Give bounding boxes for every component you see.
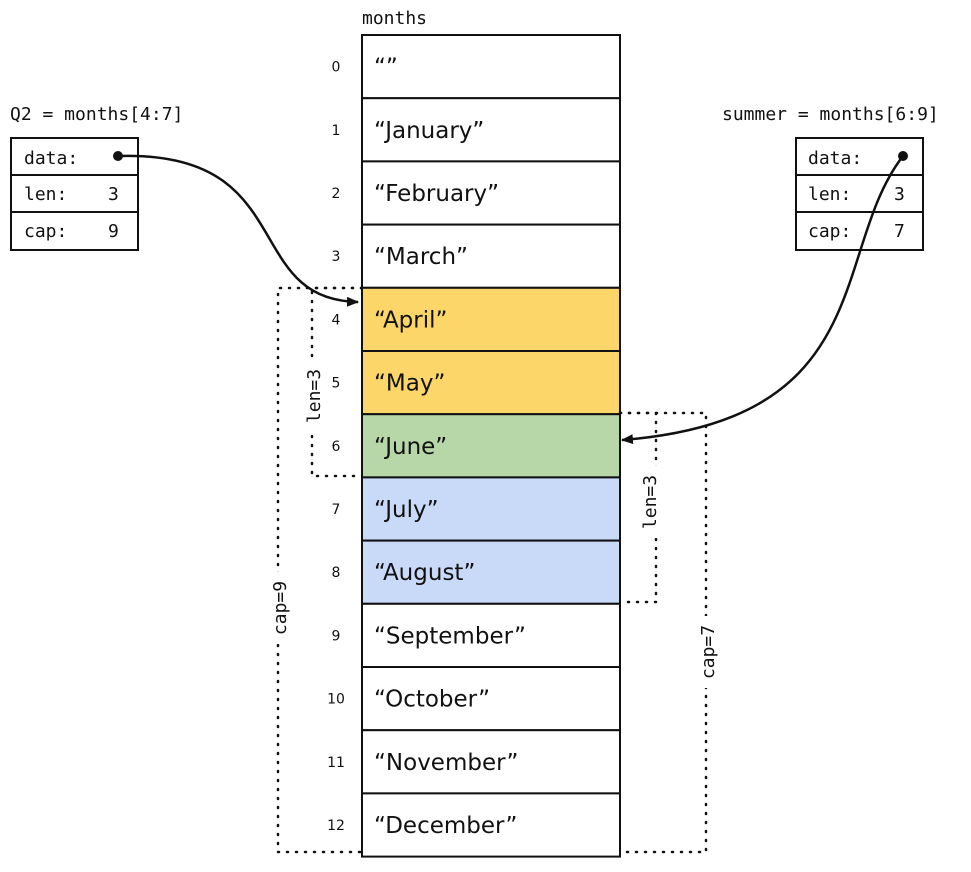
q2-cap-value: 9 <box>108 221 119 242</box>
array-cell: 2 “February” <box>332 160 621 226</box>
array-index-label: 8 <box>332 565 341 581</box>
array-cell-box <box>361 413 621 479</box>
array-cell-value: “July” <box>374 497 439 523</box>
array-cell-value: “June” <box>374 434 447 460</box>
array-cell-box <box>361 539 621 605</box>
array-cell: 5 “May” <box>332 350 621 416</box>
array-cell-value: “January” <box>374 118 484 144</box>
array-cell-box <box>361 223 621 289</box>
q2-len-value: 3 <box>108 184 119 205</box>
summer-title: summer = months[6:9] <box>722 104 939 125</box>
q2-data-key: data: <box>24 148 78 169</box>
summer-data-key: data: <box>808 148 862 169</box>
summer-cap-bracket <box>618 411 708 854</box>
q2-len-label: len=3 <box>304 369 325 423</box>
array-index-label: 5 <box>332 376 341 392</box>
array-cell: 6 “June” <box>332 413 621 479</box>
summer-len-label: len=3 <box>640 475 661 529</box>
array-cell: 12 “December” <box>327 792 621 858</box>
array-index-label: 1 <box>332 123 341 139</box>
array-title: months <box>362 8 427 29</box>
array-cell-value: “March” <box>374 244 468 270</box>
array-cell-box <box>361 34 621 100</box>
array-index-label: 2 <box>332 186 341 202</box>
summer-slice-header: data: len: 3 cap: 7 <box>795 137 924 251</box>
array-cell: 9 “September” <box>332 602 621 668</box>
array-cells: 0 “” 1 “January” 2 “February” 3 “March” 4 “April”… <box>327 34 621 858</box>
array-cell: 1 “January” <box>332 97 621 163</box>
array-cell: 10 “October” <box>327 666 621 732</box>
q2-pointer-arrow <box>117 154 359 307</box>
array-index-label: 7 <box>332 502 341 518</box>
array-cell-box <box>361 792 621 858</box>
array-cell-value: “September” <box>374 623 526 649</box>
array-cell-box <box>361 729 621 795</box>
q2-len-key: len: <box>24 184 67 205</box>
array-cell: 4 “April” <box>332 286 621 352</box>
q2-cap-key: cap: <box>24 221 67 242</box>
summer-cap-key: cap: <box>808 221 851 242</box>
summer-pointer-arrow <box>621 155 904 445</box>
array-cell: 8 “August” <box>332 539 621 605</box>
array-cell-box <box>361 666 621 732</box>
array-cell-value: “November” <box>374 750 518 776</box>
array-cell-value: “December” <box>374 813 517 839</box>
array-cell-value: “October” <box>374 687 490 713</box>
array-index-label: 10 <box>327 692 345 708</box>
summer-len-key: len: <box>808 184 851 205</box>
array-index-label: 6 <box>332 439 341 455</box>
array-index-label: 3 <box>332 249 341 265</box>
array-cell: 7 “July” <box>332 476 621 542</box>
array-cell-value: “February” <box>374 181 499 207</box>
summer-cap-label: cap=7 <box>698 625 719 679</box>
q2-title: Q2 = months[4:7] <box>10 104 183 125</box>
array-cell: 0 “” <box>332 34 621 100</box>
array-cell-box <box>361 160 621 226</box>
summer-len-value: 3 <box>894 184 905 205</box>
array-cell: 11 “November” <box>327 729 621 795</box>
summer-cap-value: 7 <box>894 221 905 242</box>
array-cell-value: “May” <box>374 371 445 397</box>
array-cell: 3 “March” <box>332 223 621 289</box>
array-index-label: 12 <box>327 818 345 834</box>
array-cell-box <box>361 286 621 352</box>
array-index-label: 9 <box>332 628 341 644</box>
array-cell-box <box>361 97 621 163</box>
array-cell-value: “August” <box>374 560 475 586</box>
array-cell-value: “April” <box>374 307 447 333</box>
q2-cap-label: cap=9 <box>270 581 291 635</box>
array-index-label: 11 <box>327 755 345 771</box>
array-index-label: 0 <box>332 60 341 76</box>
array-index-label: 4 <box>332 312 341 328</box>
array-cell-value: “” <box>374 55 398 81</box>
